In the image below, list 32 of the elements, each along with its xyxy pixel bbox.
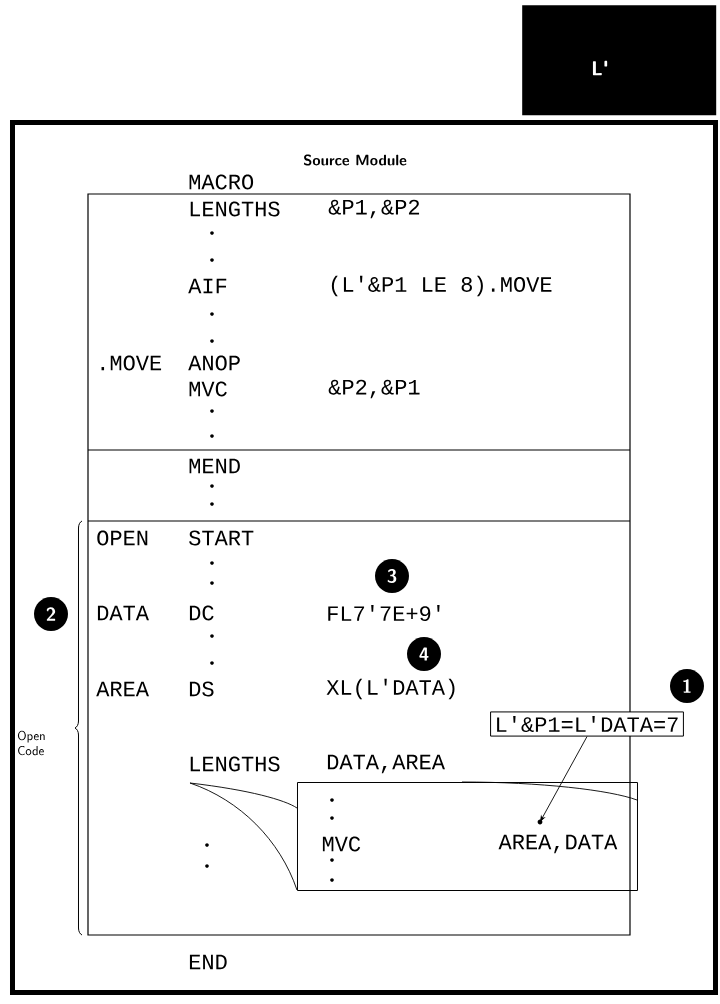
callout-number: 4 (407, 637, 441, 671)
code-text: MVC (189, 381, 227, 397)
expansion-box: MVC AREA,DATA (297, 782, 638, 891)
code-text: MEND (189, 458, 240, 474)
code-text: DC (189, 605, 214, 621)
side-label: Open Code (17, 730, 45, 756)
code-text: DATA,AREA (327, 754, 445, 774)
code-text: MACRO (189, 174, 254, 190)
code-text: LENGTHS (190, 756, 280, 772)
leader-line (540, 736, 588, 822)
code-text: .MOVE (101, 355, 162, 371)
callout-number: 1 (670, 669, 704, 703)
heading: Source Module (303, 154, 407, 166)
code-text: XL(L'DATA) (326, 678, 455, 700)
code-text: ANOP (188, 355, 240, 371)
callout-number: 3 (375, 559, 409, 593)
code-text: LENGTHS (190, 201, 280, 217)
code-text: END (189, 954, 227, 970)
code-text: AREA (96, 681, 149, 697)
code-text: &P1,&P2 (328, 199, 420, 219)
code-text: FL7'7E+9' (328, 604, 440, 622)
code-text: DATA (97, 605, 149, 621)
code-text: &P2,&P1 (328, 379, 420, 399)
code-text: START (189, 530, 254, 546)
module-frame (10, 120, 718, 995)
code-text: AIF (188, 278, 227, 294)
callout-number: 2 (34, 597, 68, 631)
header-tab: L' (522, 5, 717, 116)
code-text: DS (189, 681, 214, 697)
value-box: L'&P1=L'DATA=7 (490, 711, 684, 737)
code-text: OPEN (97, 530, 148, 546)
code-text: (L'&P1 LE 8).MOVE (331, 275, 552, 297)
